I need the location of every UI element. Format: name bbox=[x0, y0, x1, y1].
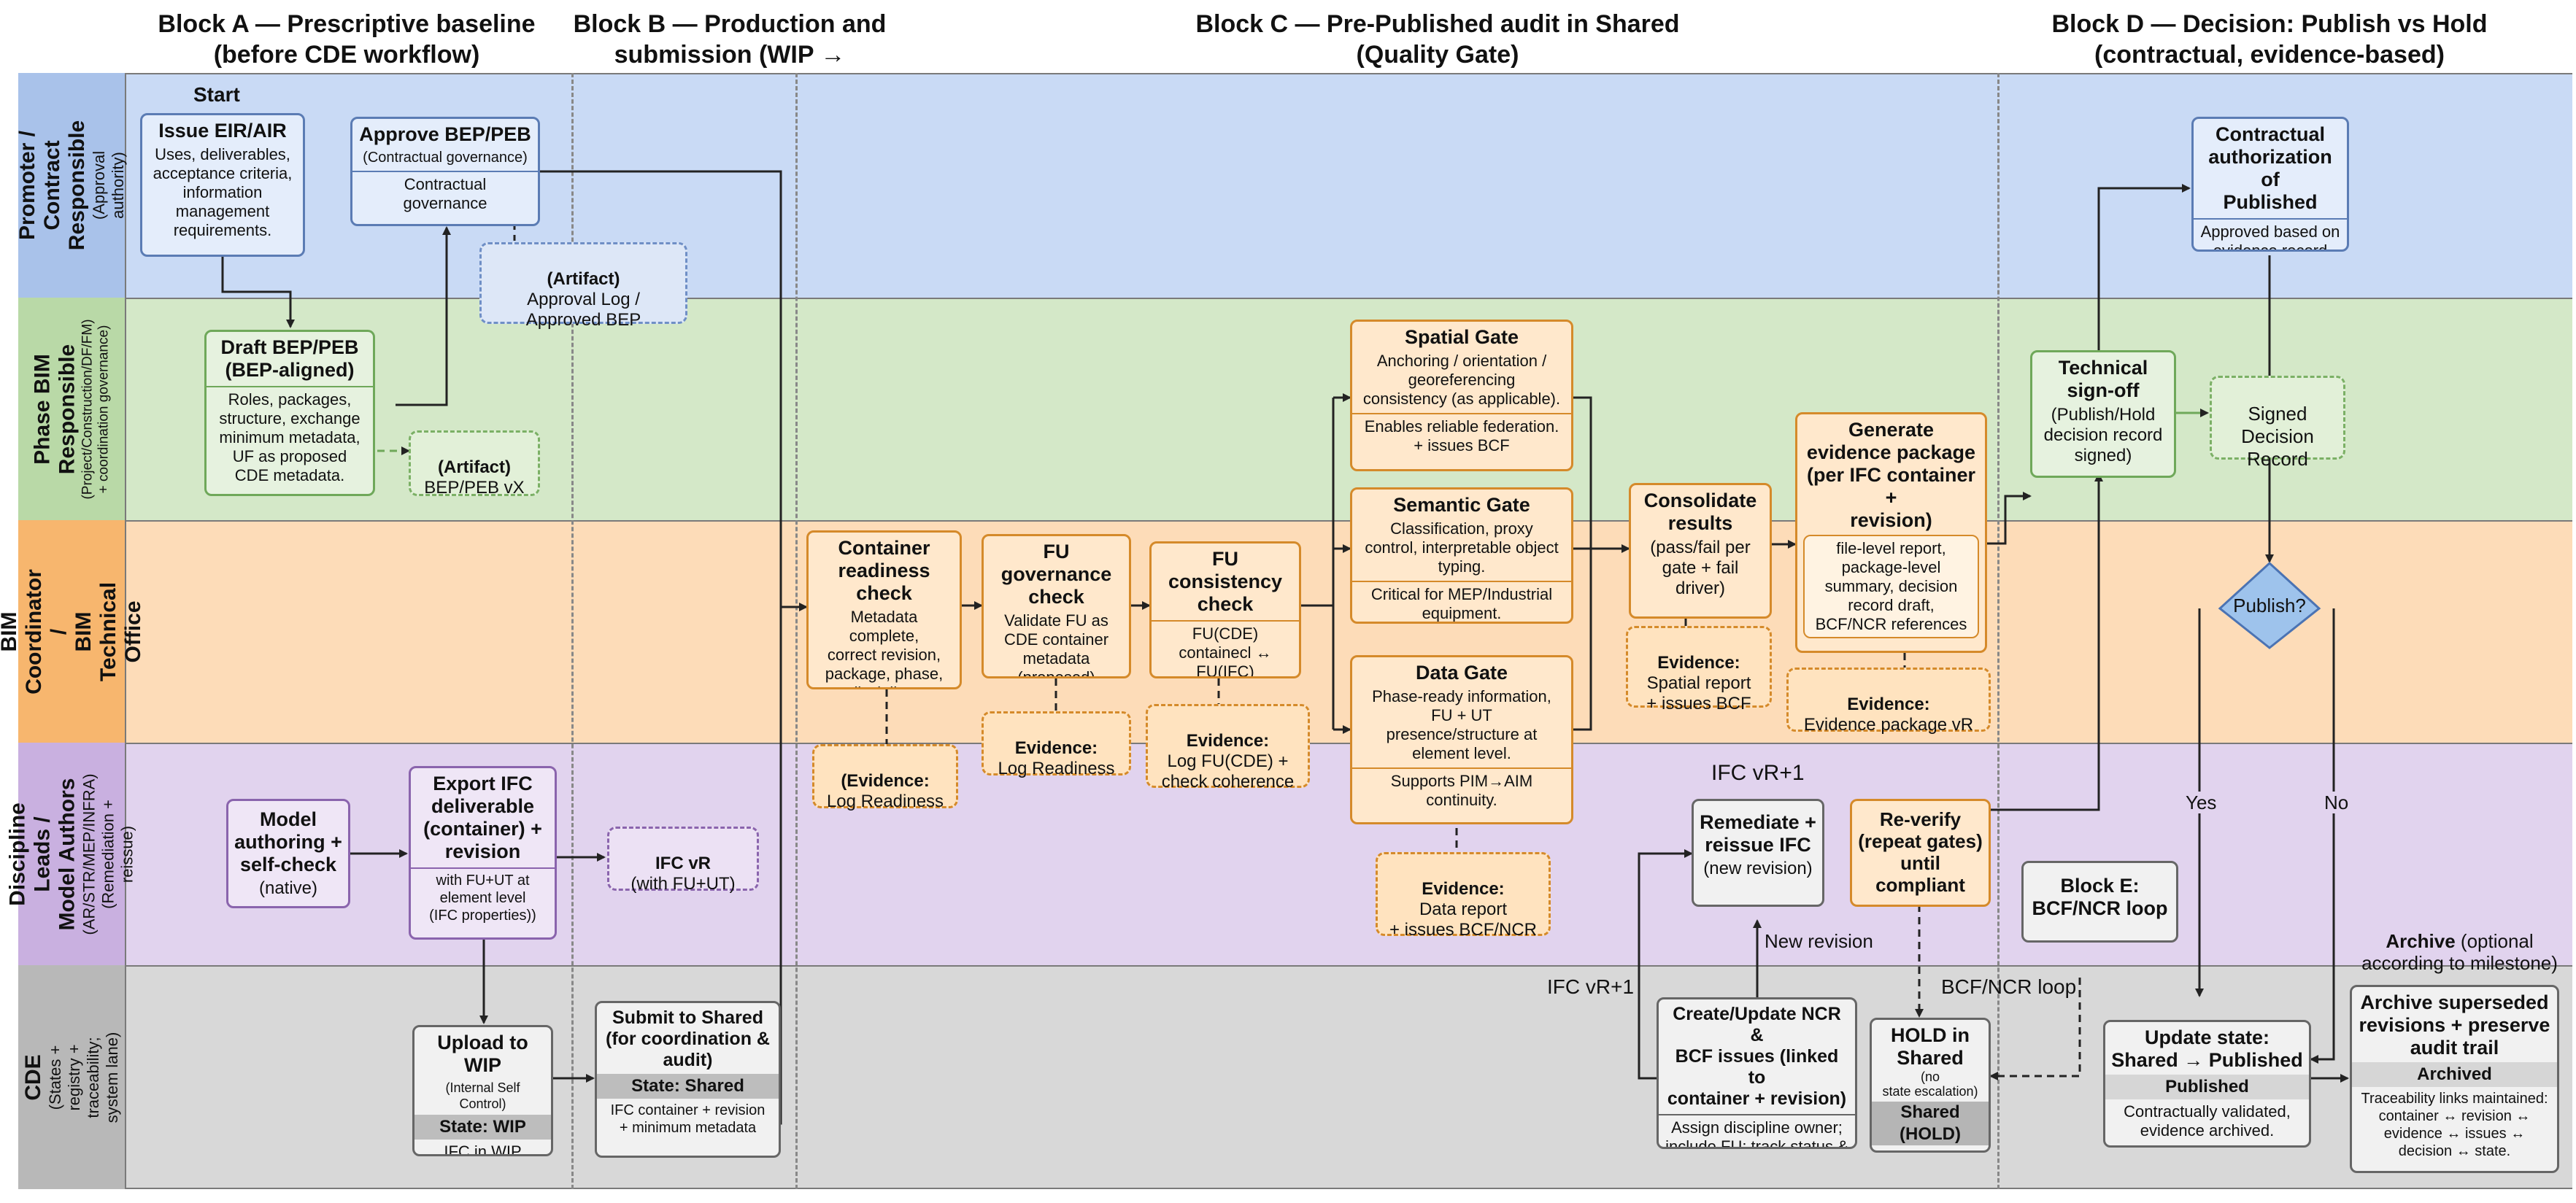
generate-evidence-box: Generate evidence package (per IFC conta… bbox=[1795, 412, 1987, 653]
evidence-spatial-report: Evidence:Spatial report + issues BCF bbox=[1626, 626, 1772, 713]
evidence-package-vr: Evidence:Evidence package vR bbox=[1786, 668, 1991, 735]
technical-signoff-box: Technical sign-off (Publish/Hold decisio… bbox=[2030, 350, 2176, 478]
evidence-data-report: Evidence:Data report + issues BCF/NCR bbox=[1376, 852, 1551, 940]
export-ifc-box: Export IFC deliverable (container) + rev… bbox=[409, 766, 557, 940]
yes-label: Yes bbox=[2186, 792, 2217, 813]
lane-subtitle: (States + registry + traceability; syste… bbox=[46, 1032, 121, 1123]
lane-title: Promoter / Contract Responsible bbox=[15, 120, 89, 251]
block-divider-bc bbox=[795, 73, 798, 1189]
lane-label-bim-coordinator: BIM Coordinator / BIM Technical Office bbox=[0, 520, 145, 743]
block-divider-ab bbox=[571, 73, 574, 1189]
block-d-header: Block D — Decision: Publish vs Hold (con… bbox=[2051, 10, 2488, 69]
fu-consistency-box: FU consistency check FU(CDE) containecl … bbox=[1149, 541, 1301, 678]
ifc-vr1-left-label: IFC vR+1 bbox=[1547, 975, 1635, 998]
container-readiness-box: Container readiness check Metadata compl… bbox=[806, 530, 962, 689]
issue-eir-air-box: Issue EIR/AIR Uses, deliverables, accept… bbox=[140, 113, 305, 257]
evidence-log-fu: Evidence:Log FU(CDE) + check coherence bbox=[1146, 704, 1310, 792]
approve-bep-box: Approve BEP/PEB (Contractual governance)… bbox=[350, 117, 540, 226]
lane-title: BIM Coordinator / BIM Technical Office bbox=[0, 568, 145, 695]
lane-subtitle: (Approval authority) bbox=[90, 150, 127, 220]
lane-label-discipline-leads: Discipline Leads / Model Authors(AR/STR/… bbox=[6, 743, 136, 965]
lane-label-cde: CDE(States + registry + traceability; sy… bbox=[18, 965, 126, 1189]
block-e-bcf-ncr-loop: Block E: BCF/NCR loop bbox=[2021, 861, 2178, 943]
block-c-header: Block C — Pre-Published audit in Shared … bbox=[1195, 10, 1680, 69]
hold-in-shared-box: HOLD in Shared (no state escalation) Sha… bbox=[1870, 1018, 1991, 1153]
archive-note-text: (optional according to milestone) bbox=[2361, 930, 2558, 974]
data-gate-box: Data Gate Phase-ready information, FU + … bbox=[1350, 655, 1573, 824]
upload-wip-box: Upload to WIP (Internal Self Control) St… bbox=[412, 1025, 553, 1156]
lane-phase-bim bbox=[18, 298, 2572, 520]
ifc-vr1-top-label: IFC vR+1 bbox=[1711, 761, 1805, 785]
lane-label-promoter: Promoter / Contract Responsible(Approval… bbox=[15, 73, 127, 298]
evidence-log-readiness-2: Evidence:Log Readiness bbox=[982, 711, 1131, 778]
ifc-vr-artifact: IFC vR(with FU+UT) bbox=[607, 827, 759, 894]
fu-governance-box: FU governance check Validate FU as CDE c… bbox=[982, 534, 1131, 678]
publish-decision-label: Publish? bbox=[2233, 595, 2306, 616]
draft-bep-box: Draft BEP/PEB (BEP-aligned) Roles, packa… bbox=[204, 330, 375, 496]
lane-title: Discipline Leads / Model Authors bbox=[6, 778, 80, 930]
bcf-ncr-loop-label: BCF/NCR loop bbox=[1941, 975, 2077, 998]
no-label: No bbox=[2324, 792, 2349, 813]
artifact-bep-version: (Artifact)BEP/PEB vX bbox=[409, 430, 540, 498]
new-revision-label: New revision bbox=[1765, 930, 1873, 952]
archive-note: Archive (optional according to milestone… bbox=[2356, 908, 2564, 974]
update-state-published-box: Update state: Shared → Published Publish… bbox=[2103, 1020, 2311, 1148]
start-label: Start bbox=[193, 83, 240, 106]
block-divider-cd bbox=[1997, 73, 2000, 1189]
lane-title: CDE bbox=[21, 1053, 45, 1101]
lane-title: Phase BIM Responsible bbox=[31, 344, 80, 474]
create-ncr-bcf-box: Create/Update NCR & BCF issues (linked t… bbox=[1657, 997, 1857, 1149]
signed-decision-record: Signed Decision Record bbox=[2210, 376, 2345, 470]
lane-subtitle: (AR/STR/MEP/INFRA) (Remediation + reissu… bbox=[80, 773, 137, 935]
semantic-gate-box: Semantic Gate Classification, proxy cont… bbox=[1350, 487, 1573, 624]
archive-note-head: Archive bbox=[2386, 930, 2456, 952]
contractual-authorization-box: Contractual authorization of Published A… bbox=[2191, 117, 2349, 252]
archive-superseded-box: Archive superseded revisions + preserve … bbox=[2350, 985, 2559, 1173]
lane-label-phase-bim: Phase BIM Responsible(Project/Constructi… bbox=[18, 298, 126, 520]
evidence-log-readiness-1: (Evidence:Log Readiness bbox=[812, 744, 958, 811]
model-authoring-box: Model authoring + self-check (native) bbox=[226, 799, 350, 908]
artifact-approval-log: (Artifact)Approval Log / Approved BEP bbox=[479, 242, 687, 330]
lane-subtitle: (Project/Construction/DF/FM) + coordinat… bbox=[80, 318, 112, 500]
consolidate-results-box: Consolidate results (pass/fail per gate … bbox=[1629, 483, 1772, 619]
submit-to-shared-box: Submit to Shared (for coordination & aud… bbox=[595, 1001, 781, 1158]
spatial-gate-box: Spatial Gate Anchoring / orientation / g… bbox=[1350, 320, 1573, 471]
block-a-header: Block A — Prescriptive baseline (before … bbox=[158, 10, 536, 69]
reverify-box: Re-verify (repeat gates) until compliant bbox=[1850, 799, 1991, 907]
remediate-reissue-box: Remediate + reissue IFC (new revision) bbox=[1692, 799, 1824, 907]
